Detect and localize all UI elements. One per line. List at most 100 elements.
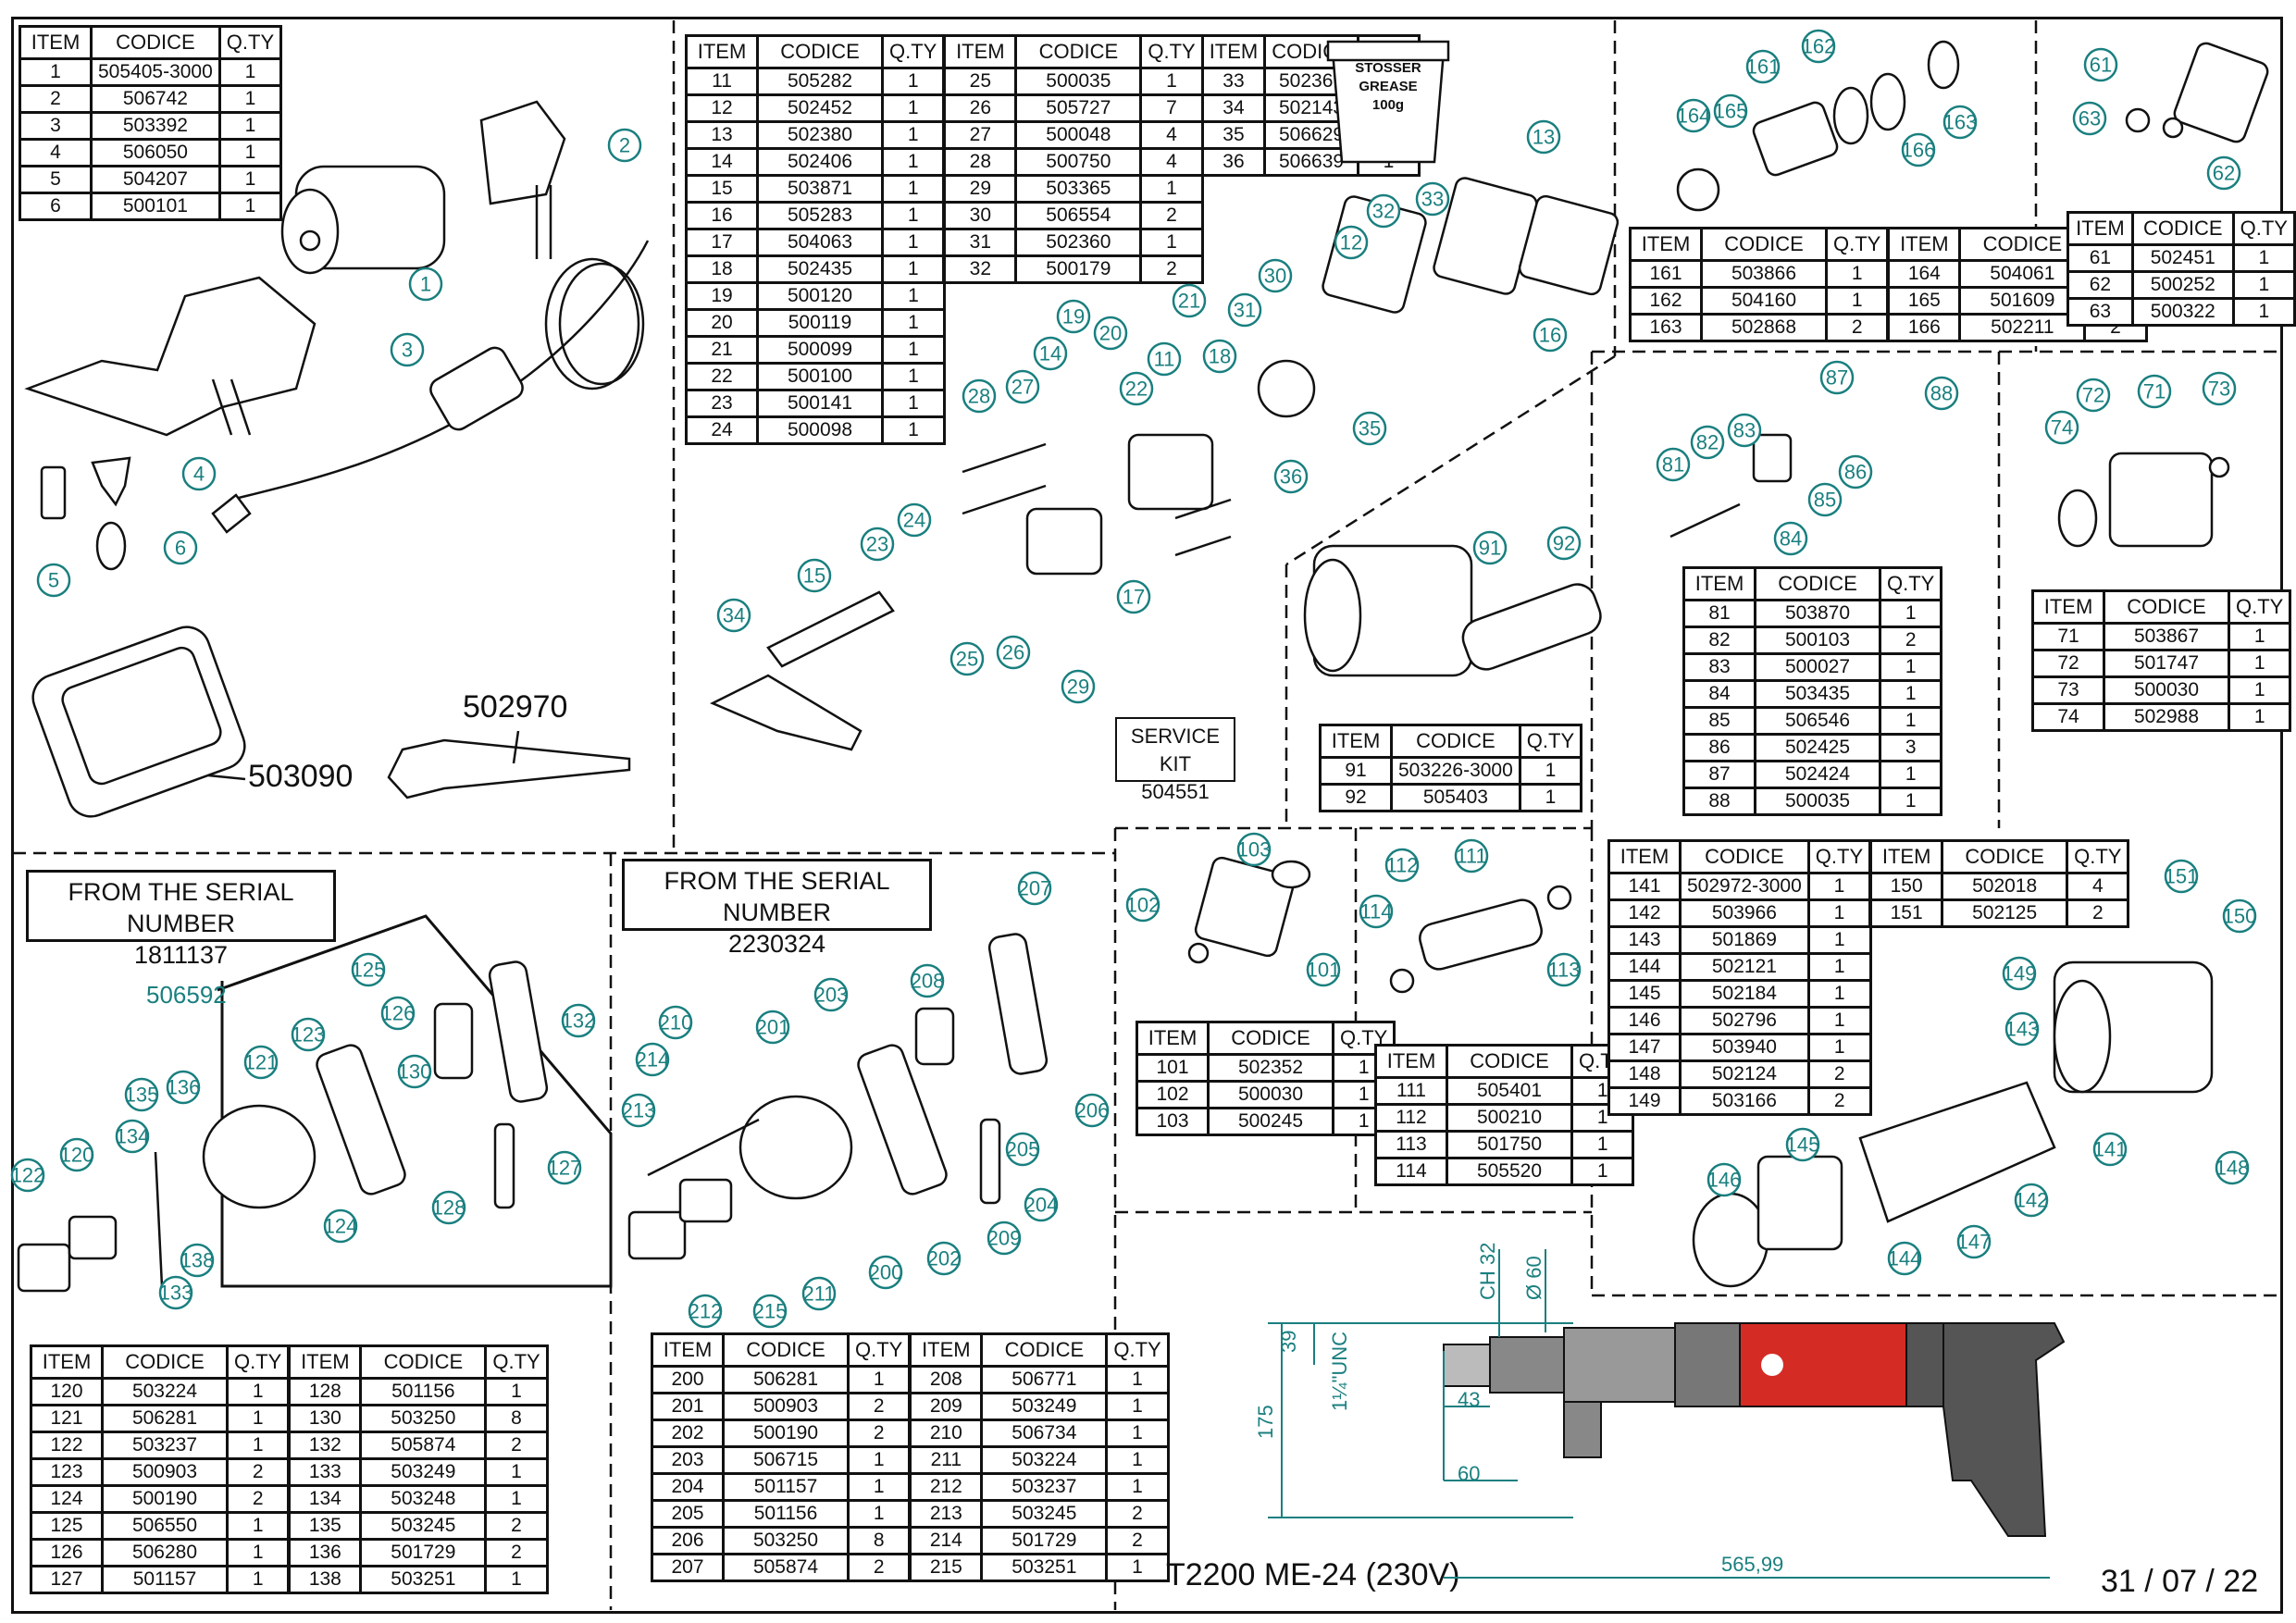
callout-item-72: 72: [2076, 378, 2111, 413]
kit-code: 506592: [146, 981, 227, 1009]
table-cell: 1: [2231, 270, 2296, 300]
callout-item-91: 91: [1472, 530, 1508, 565]
table-cell: 7: [1139, 93, 1204, 123]
table-cell: 134: [287, 1484, 363, 1514]
callout-item-212: 212: [688, 1294, 723, 1329]
table-cell: 505405-3000: [90, 57, 221, 87]
callout-item-3: 3: [390, 332, 425, 367]
table-header: CODICE: [101, 1344, 229, 1380]
table-cell: 1: [484, 1377, 549, 1406]
callout-item-205: 205: [1006, 1132, 1039, 1167]
table-cell: 502425: [1754, 733, 1881, 762]
table-cell: 161: [1629, 259, 1703, 289]
parts-table-11-36: ITEMCODICEQ.TYITEMCODICEQ.TYITEMCODICEQ.…: [685, 34, 1421, 445]
callout-number: 16: [1539, 324, 1561, 347]
callout-circle: [1713, 93, 1748, 129]
dim-60: 60: [1458, 1462, 1480, 1485]
serial-value-2: 2230324: [727, 930, 826, 958]
table-cell: 146: [1607, 1006, 1682, 1035]
callout-number: 127: [548, 1157, 582, 1180]
handle-assembly-1811137-drawing: [17, 960, 549, 1293]
table-header: ITEM: [1868, 839, 1944, 874]
table-cell: 122: [30, 1431, 104, 1460]
table-cell: 1: [226, 1404, 291, 1433]
callout-item-71: 71: [2137, 374, 2172, 409]
table-cell: 2: [484, 1511, 549, 1541]
table-cell: 1: [2227, 675, 2292, 705]
callout-circle: [1306, 952, 1341, 987]
callout-number: 71: [2143, 380, 2166, 403]
table-cell: 130: [287, 1404, 363, 1433]
callout-circle: [1236, 832, 1272, 867]
table-header: CODICE: [1014, 34, 1143, 69]
callout-circle: [1546, 526, 1582, 561]
callout-circle: [2076, 378, 2111, 413]
callout-item-138: 138: [180, 1243, 214, 1278]
callout-circle: [1061, 669, 1096, 704]
callout-circle: [1017, 871, 1052, 906]
table-cell: 502125: [1941, 898, 2069, 928]
callout-circle: [1093, 316, 1128, 351]
callout-item-26: 26: [996, 635, 1031, 670]
table-cell: 17: [685, 228, 759, 257]
callout-number: 126: [381, 1002, 416, 1025]
table-cell: 1: [1139, 67, 1204, 96]
table-cell: 2: [1105, 1499, 1170, 1529]
callout-item-133: 133: [159, 1275, 192, 1310]
table-cell: 205: [651, 1499, 725, 1529]
callout-circle: [1690, 425, 1725, 460]
table-cell: 4: [19, 138, 93, 167]
table-cell: 501156: [722, 1499, 850, 1529]
table-cell: 123: [30, 1457, 104, 1487]
table-cell: 504207: [90, 165, 221, 194]
table-cell: 208: [908, 1365, 984, 1394]
serial-number-box-1: FROM THE SERIAL NUMBER 1811137: [26, 870, 336, 969]
callout-circle: [688, 1294, 723, 1329]
callout-item-213: 213: [622, 1093, 655, 1128]
table-cell: 503871: [756, 174, 884, 204]
callout-circle: [181, 456, 217, 491]
table-cell: 506050: [90, 138, 221, 167]
callout-number: 122: [11, 1164, 45, 1187]
table-header: Q.TY: [1139, 34, 1204, 69]
callout-circle: [2014, 1183, 2049, 1218]
table-cell: 1: [1878, 679, 1943, 709]
table-cell: 112: [1374, 1103, 1448, 1133]
table-cell: 210: [908, 1419, 984, 1448]
table-cell: 506546: [1754, 706, 1881, 736]
table-cell: 500190: [722, 1419, 850, 1448]
callout-item-101: 101: [1306, 952, 1341, 987]
callout-number: 86: [1844, 461, 1867, 484]
callout-number: 125: [352, 959, 386, 982]
callout-item-121: 121: [244, 1045, 278, 1080]
table-cell: 503237: [101, 1431, 229, 1460]
callout-circle: [797, 558, 832, 593]
table-cell: 1: [1806, 925, 1872, 955]
table-cell: 87: [1682, 760, 1756, 789]
table-cell: 136: [287, 1538, 363, 1567]
table-cell: 1: [1806, 898, 1872, 928]
table-header: Q.TY: [2066, 839, 2130, 874]
table-cell: 14: [685, 147, 759, 177]
callout-item-125: 125: [352, 952, 386, 987]
callout-item-33: 33: [1415, 181, 1450, 217]
table-cell: 503866: [1700, 259, 1828, 289]
callout-item-20: 20: [1093, 316, 1128, 351]
callout-circle: [752, 1294, 788, 1329]
table-cell: 1: [1806, 979, 1872, 1009]
table-header: Q.TY: [881, 34, 946, 69]
callout-number: 17: [1123, 586, 1145, 609]
callout-item-62: 62: [2206, 155, 2241, 191]
callout-number: 6: [175, 537, 186, 560]
table-cell: 1: [881, 120, 946, 150]
table-cell: 502184: [1679, 979, 1810, 1009]
